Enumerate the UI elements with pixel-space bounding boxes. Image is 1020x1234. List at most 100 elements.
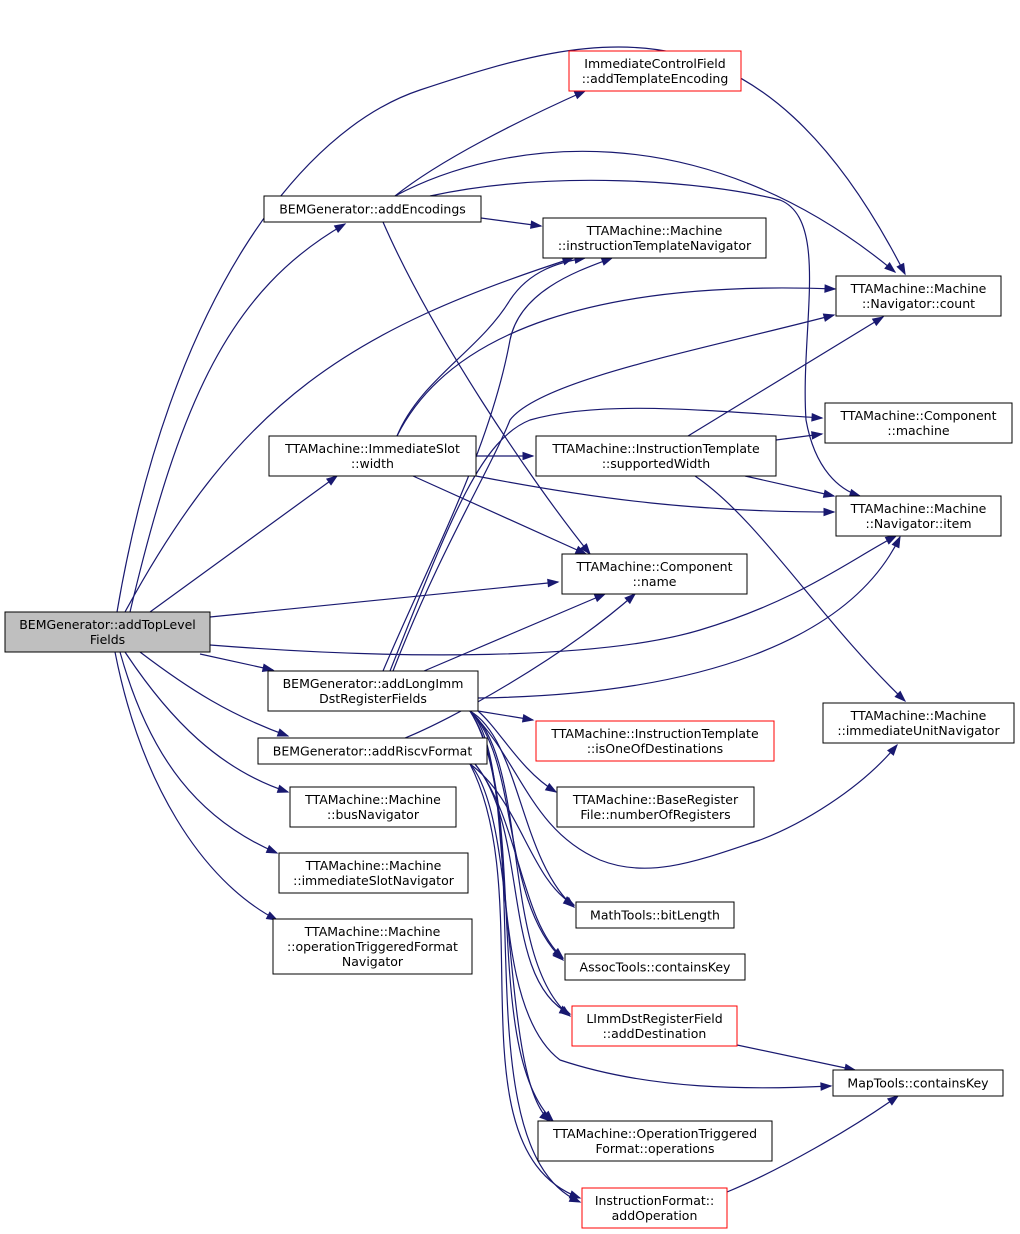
edge-arrowhead bbox=[600, 257, 614, 266]
node-label-line: TTAMachine::Machine bbox=[850, 281, 987, 296]
node-base-register-file[interactable]: TTAMachine::BaseRegisterFile::numberOfRe… bbox=[556, 786, 755, 828]
node-box bbox=[263, 195, 482, 223]
edge-line bbox=[382, 257, 613, 672]
node-box bbox=[556, 786, 755, 828]
edge-arrowhead bbox=[276, 728, 290, 737]
edge-root-isw bbox=[149, 475, 339, 613]
edge-line bbox=[149, 475, 338, 613]
node-navigator-count[interactable]: TTAMachine::Machine::Navigator::count bbox=[835, 275, 1002, 317]
edge-arrowhead bbox=[265, 844, 279, 854]
edge-arrowhead bbox=[624, 593, 637, 605]
node-instruction-format-add-operation[interactable]: InstructionFormat::addOperation bbox=[581, 1187, 728, 1229]
node-component-machine[interactable]: TTAMachine::Component::machine bbox=[824, 402, 1013, 444]
edge-arrowhead bbox=[325, 475, 339, 486]
edge-root-isnav bbox=[119, 651, 279, 854]
node-label-line: ::supportedWidth bbox=[602, 456, 710, 471]
edge-addenc-itnav bbox=[480, 217, 543, 229]
node-box bbox=[571, 1005, 738, 1047]
edge-arrowhead bbox=[261, 663, 275, 672]
node-supported-width[interactable]: TTAMachine::InstructionTemplate::support… bbox=[535, 435, 777, 477]
node-label-line: TTAMachine::InstructionTemplate bbox=[550, 726, 759, 741]
edge-root-navcount bbox=[116, 46, 906, 613]
edge-root-busnav bbox=[124, 651, 290, 793]
node-contains-key-map[interactable]: MapTools::containsKey bbox=[832, 1069, 1004, 1097]
edge-line bbox=[129, 223, 346, 613]
node-instruction-template-navigator[interactable]: TTAMachine::Machine::instructionTemplate… bbox=[542, 217, 767, 259]
edge-line bbox=[114, 651, 278, 921]
edge-line bbox=[474, 763, 564, 959]
edge-line bbox=[423, 593, 606, 672]
node-immediate-unit-navigator[interactable]: TTAMachine::Machine::immediateUnitNaviga… bbox=[822, 702, 1015, 744]
node-label-line: ::Navigator::count bbox=[862, 296, 975, 311]
edge-arrowhead bbox=[896, 262, 906, 276]
node-label-line: ::immediateSlotNavigator bbox=[293, 873, 455, 888]
node-is-one-of-destinations[interactable]: TTAMachine::InstructionTemplate::isOneOf… bbox=[535, 720, 775, 762]
edge-arrowhead bbox=[265, 911, 279, 921]
node-label-line: BEMGenerator::addRiscvFormat bbox=[273, 744, 473, 759]
node-label-line: TTAMachine::Machine bbox=[850, 708, 987, 723]
node-immediate-slot-navigator[interactable]: TTAMachine::Machine::immediateSlotNaviga… bbox=[278, 852, 469, 894]
edge-riscv-assoc bbox=[474, 763, 565, 959]
node-label-line: ::Navigator::item bbox=[865, 516, 971, 531]
edge-limm-mapkey bbox=[736, 1044, 857, 1073]
edge-line bbox=[392, 314, 835, 672]
node-immediate-slot-width[interactable]: TTAMachine::ImmediateSlot::width bbox=[268, 435, 477, 477]
node-box bbox=[581, 1187, 728, 1229]
edge-arrowhead bbox=[811, 431, 824, 440]
node-label-line: TTAMachine::Machine bbox=[304, 792, 441, 807]
edge-long-name bbox=[423, 593, 607, 672]
node-label-line: ::immediateUnitNavigator bbox=[837, 723, 1000, 738]
edge-arrowhead bbox=[593, 593, 607, 603]
edge-root-riscv bbox=[139, 651, 290, 737]
edge-root-name bbox=[209, 578, 560, 618]
edge-arrowhead bbox=[552, 947, 565, 959]
node-label-line: BEMGenerator::addEncodings bbox=[279, 202, 466, 217]
node-label-line: ImmediateControlField bbox=[584, 56, 725, 71]
edge-line bbox=[394, 90, 586, 197]
node-box bbox=[568, 50, 742, 92]
edge-long-navcount bbox=[392, 313, 836, 672]
node-label-line: MathTools::bitLength bbox=[590, 908, 720, 923]
edge-riscv-otfops bbox=[469, 763, 552, 1122]
edge-line bbox=[412, 475, 587, 555]
node-box bbox=[561, 553, 748, 595]
edge-line bbox=[429, 179, 861, 497]
node-add-riscv-format[interactable]: BEMGenerator::addRiscvFormat bbox=[257, 737, 488, 765]
node-label-line: TTAMachine::Component bbox=[840, 408, 997, 423]
node-otf-operations[interactable]: TTAMachine::OperationTriggeredFormat::op… bbox=[537, 1120, 773, 1162]
node-box bbox=[832, 1069, 1004, 1097]
node-label-line: InstructionFormat:: bbox=[595, 1193, 714, 1208]
node-immediate-control-field[interactable]: ImmediateControlField::addTemplateEncodi… bbox=[568, 50, 742, 92]
node-operation-triggered-format-navigator[interactable]: TTAMachine::Machine::operationTriggeredF… bbox=[272, 918, 473, 975]
node-label-line: TTAMachine::Machine bbox=[304, 924, 441, 939]
edge-arrowhead bbox=[562, 896, 576, 906]
node-navigator-item[interactable]: TTAMachine::Machine::Navigator::item bbox=[835, 495, 1002, 537]
edge-line bbox=[475, 475, 835, 513]
node-limm-add-destination[interactable]: LImmDstRegisterField::addDestination bbox=[571, 1005, 738, 1047]
edge-arrowhead bbox=[521, 714, 535, 723]
edge-arrowhead bbox=[887, 743, 898, 756]
node-label-line: addOperation bbox=[612, 1208, 698, 1223]
node-component-name[interactable]: TTAMachine::Component::name bbox=[561, 553, 748, 595]
edge-arrowhead bbox=[822, 489, 836, 498]
node-bit-length[interactable]: MathTools::bitLength bbox=[575, 901, 735, 929]
edge-isw-supported bbox=[476, 451, 535, 461]
node-add-encodings[interactable]: BEMGenerator::addEncodings bbox=[263, 195, 482, 223]
node-label-line: BEMGenerator::addLongImm bbox=[283, 676, 464, 691]
edge-arrowhead bbox=[544, 782, 558, 793]
edge-arrowhead bbox=[573, 90, 587, 100]
node-box bbox=[542, 217, 767, 259]
node-box bbox=[535, 720, 775, 762]
node-box bbox=[272, 918, 473, 975]
node-contains-key-assoc[interactable]: AssocTools::containsKey bbox=[564, 953, 746, 981]
edge-riscv-name bbox=[404, 593, 637, 739]
node-box bbox=[267, 670, 479, 712]
node-label-line: LImmDstRegisterField bbox=[586, 1011, 722, 1026]
node-add-long-imm[interactable]: BEMGenerator::addLongImmDstRegisterField… bbox=[267, 670, 479, 712]
node-box bbox=[564, 953, 746, 981]
node-box bbox=[4, 611, 211, 653]
node-bus-navigator[interactable]: TTAMachine::Machine::busNavigator bbox=[289, 786, 457, 828]
node-box bbox=[289, 786, 457, 828]
